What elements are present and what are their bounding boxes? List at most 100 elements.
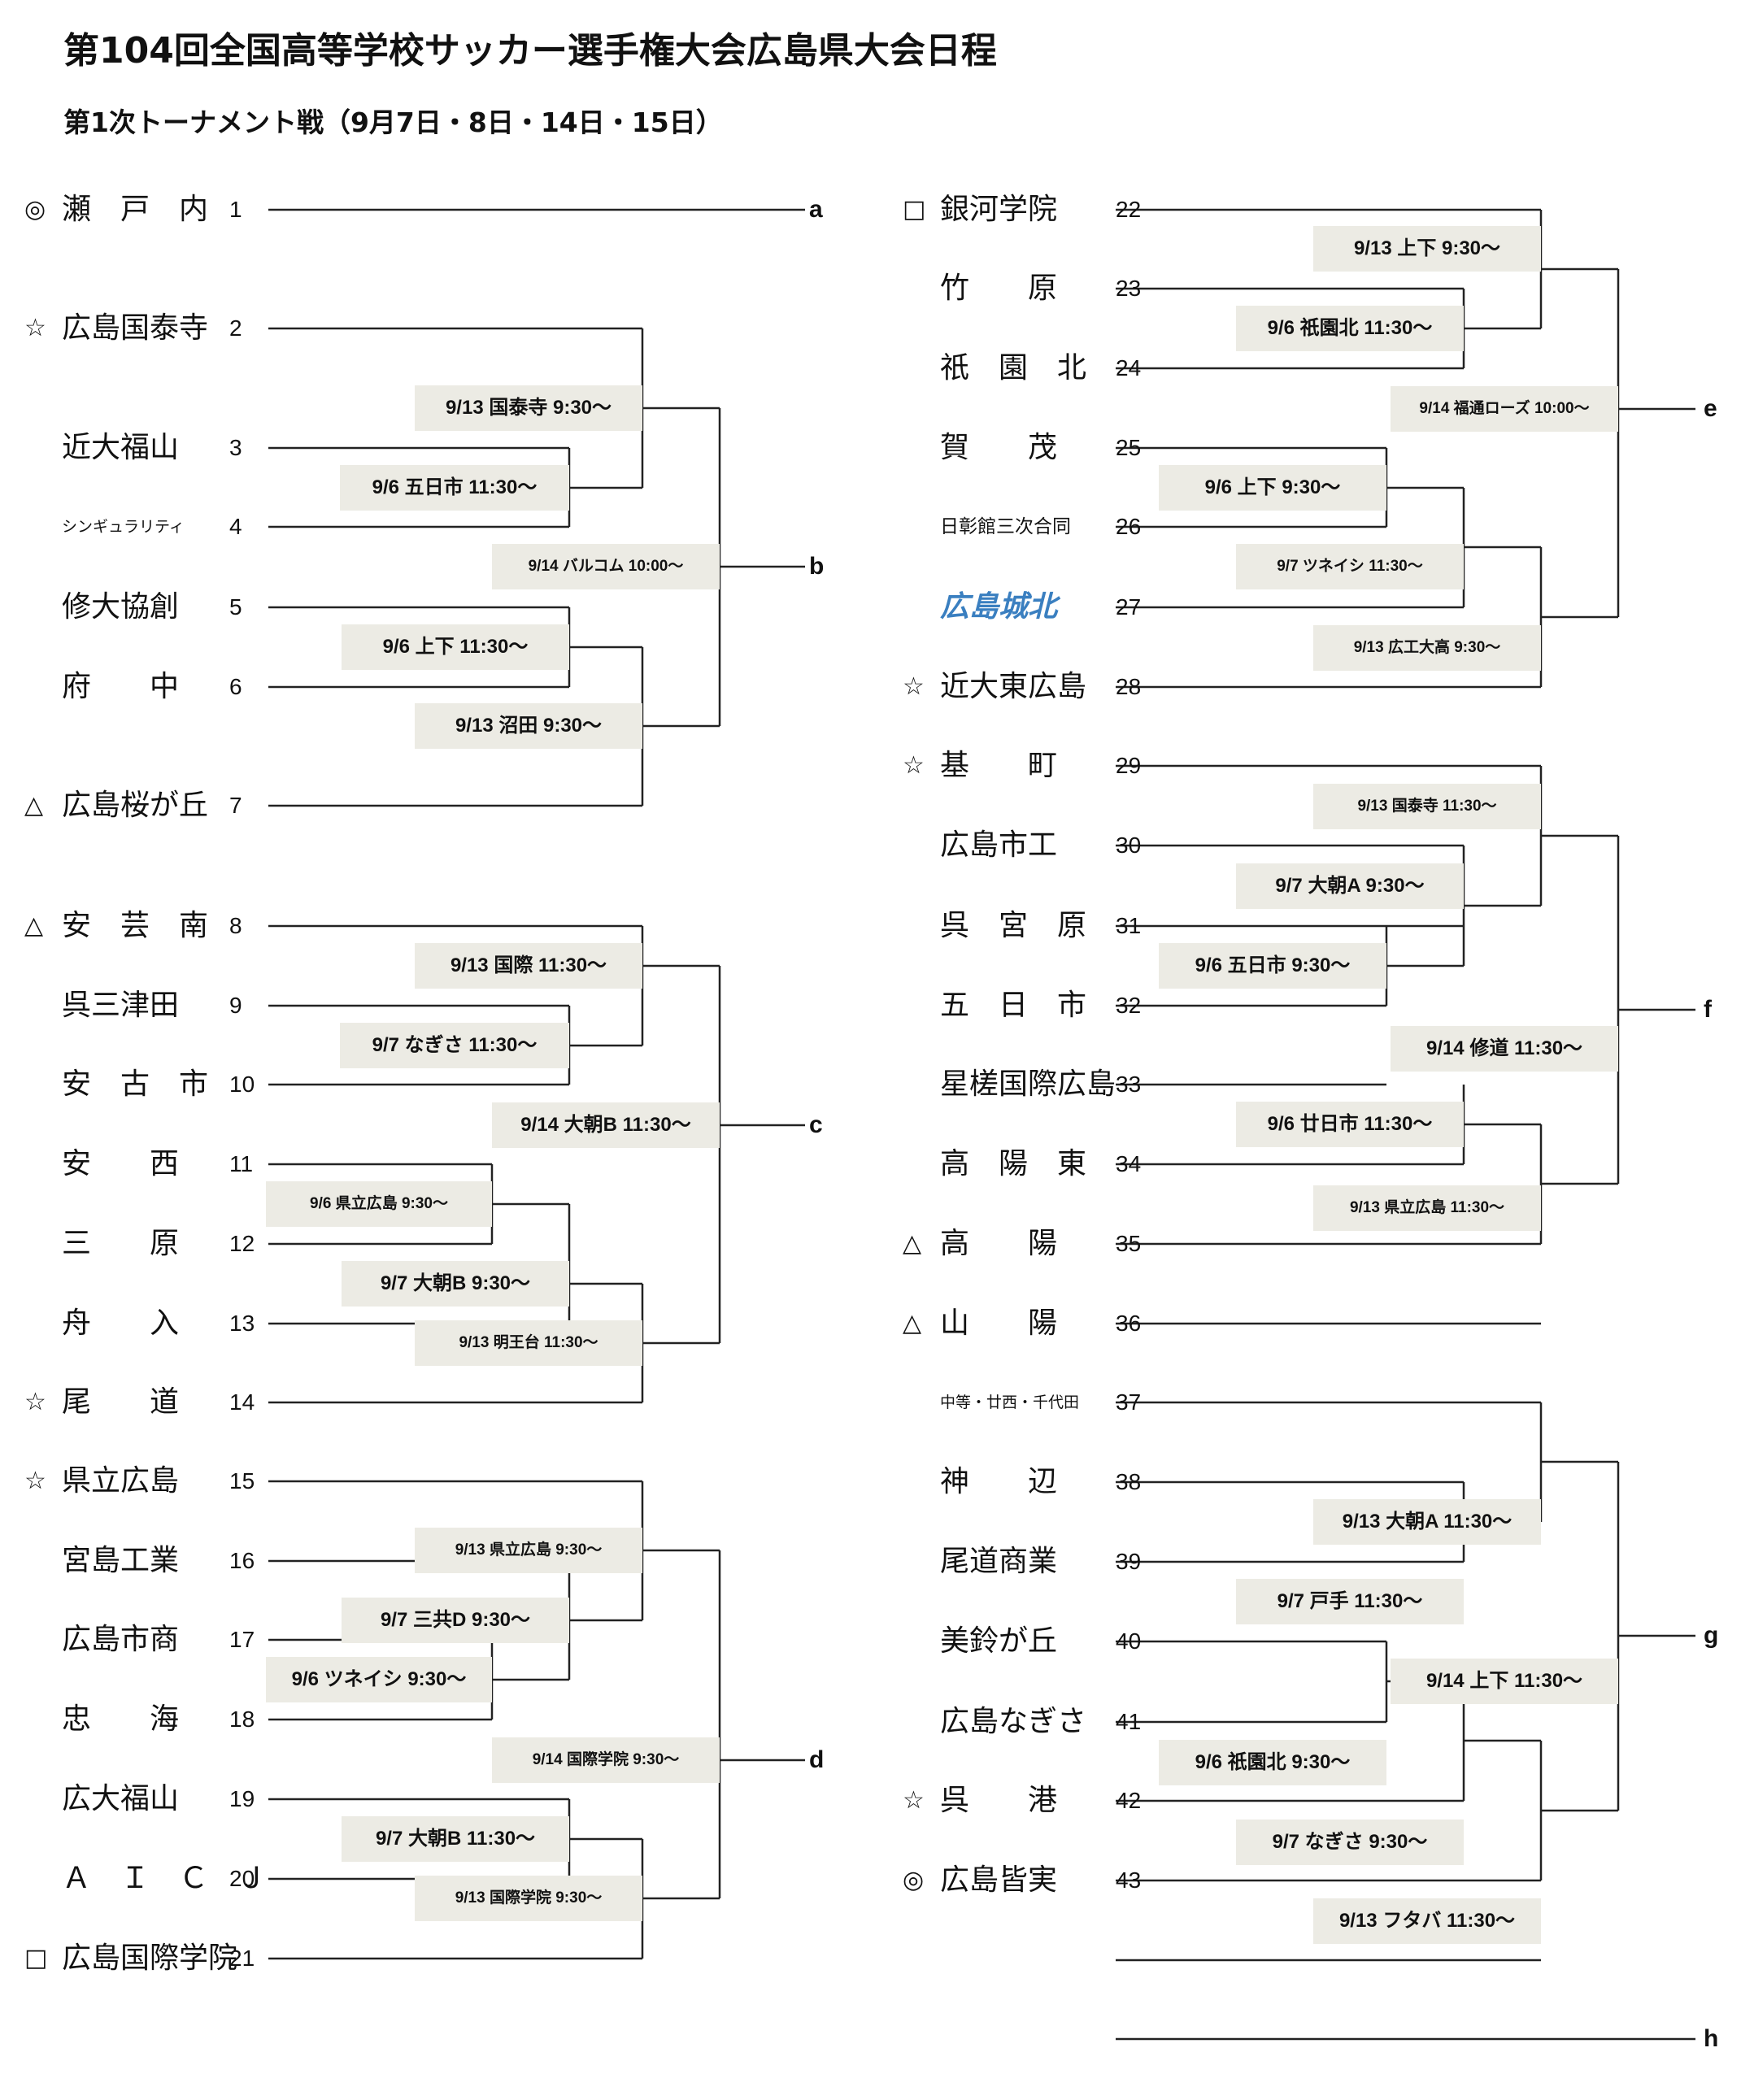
- final-slot-letter: e: [1704, 395, 1717, 422]
- final-slot-letter: b: [809, 553, 825, 580]
- team-number: 36: [1116, 1311, 1142, 1336]
- team-number: 7: [229, 793, 242, 818]
- match-schedule-label: 9/14 大朝B 11:30～: [492, 1102, 720, 1148]
- team-name: シンギュラリティ: [62, 518, 185, 536]
- seed-mark: ☆: [903, 751, 925, 780]
- match-schedule-label: 9/6 上下 11:30～: [342, 624, 569, 670]
- match-schedule-label: 9/13 国際 11:30～: [415, 943, 642, 989]
- match-schedule-label: 9/6 五日市 11:30～: [340, 465, 569, 511]
- seed-mark: ◎: [903, 1866, 925, 1894]
- team-name: 星槎国際広島: [940, 1067, 1116, 1101]
- team-name: 安 古 市: [62, 1067, 209, 1101]
- seed-mark: ☆: [903, 1786, 925, 1815]
- seed-mark: △: [24, 791, 44, 820]
- team-number: 9: [229, 993, 242, 1018]
- team-name: 呉三津田: [62, 989, 180, 1022]
- match-schedule-label: 9/6 五日市 9:30～: [1159, 943, 1386, 989]
- match-schedule-label: 9/13 県立広島 9:30～: [415, 1528, 642, 1573]
- match-schedule-label: 9/14 バルコム 10:00～: [492, 544, 720, 589]
- team-name: 広島城北: [940, 590, 1058, 624]
- match-schedule-label: 9/7 戸手 11:30～: [1236, 1579, 1464, 1624]
- team-number: 5: [229, 594, 242, 620]
- team-number: 12: [229, 1231, 255, 1256]
- team-number: 42: [1116, 1788, 1142, 1813]
- team-number: 29: [1116, 753, 1142, 778]
- team-number: 28: [1116, 674, 1142, 699]
- match-schedule-label: 9/14 国際学院 9:30～: [492, 1737, 720, 1783]
- match-schedule-label: 9/13 沼田 9:30～: [415, 703, 642, 749]
- team-number: 39: [1116, 1549, 1142, 1574]
- team-number: 33: [1116, 1072, 1142, 1097]
- team-number: 8: [229, 913, 242, 938]
- match-schedule-label: 9/13 上下 9:30～: [1313, 226, 1541, 272]
- team-name: 広島市工: [940, 828, 1058, 862]
- team-number: 23: [1116, 276, 1142, 301]
- team-number: 31: [1116, 913, 1142, 938]
- team-name: 瀬 戸 内: [62, 193, 209, 226]
- team-name: 近大福山: [62, 431, 180, 464]
- match-schedule-label: 9/14 上下 11:30～: [1391, 1659, 1618, 1704]
- team-number: 11: [229, 1151, 254, 1176]
- team-number: 35: [1116, 1231, 1142, 1256]
- team-name: 尾 道: [62, 1385, 180, 1419]
- team-row: 日彰館三次合同 26: [903, 507, 1163, 546]
- team-number: 38: [1116, 1469, 1142, 1494]
- team-name: 高 陽 東: [940, 1147, 1087, 1180]
- team-number: 37: [1116, 1389, 1142, 1415]
- match-schedule-label: 9/13 国際学院 9:30～: [415, 1876, 642, 1921]
- team-number: 43: [1116, 1867, 1142, 1893]
- team-name: 山 陽: [940, 1307, 1058, 1340]
- team-row: 中等・廿西・千代田 37: [903, 1383, 1163, 1422]
- team-name: Ａ Ｉ Ｃ Ｊ: [62, 1862, 268, 1895]
- match-schedule-label: 9/7 ツネイシ 11:30～: [1236, 544, 1464, 589]
- team-name: 中等・廿西・千代田: [940, 1393, 1080, 1411]
- team-number: 25: [1116, 435, 1142, 460]
- team-name: 美鈴が丘: [940, 1624, 1058, 1658]
- match-schedule-label: 9/7 大朝B 11:30～: [342, 1816, 569, 1862]
- seed-mark: △: [24, 911, 44, 940]
- final-slot-letter: d: [809, 1746, 825, 1773]
- team-number: 20: [229, 1866, 255, 1891]
- team-number: 41: [1116, 1709, 1142, 1734]
- match-schedule-label: 9/13 広工大高 9:30～: [1313, 625, 1541, 671]
- team-name: 日彰館三次合同: [940, 516, 1071, 537]
- match-schedule-label: 9/13 フタバ 11:30～: [1313, 1898, 1541, 1944]
- team-number: 16: [229, 1548, 255, 1573]
- match-schedule-label: 9/7 大朝B 9:30～: [342, 1261, 569, 1307]
- match-schedule-label: 9/13 県立広島 11:30～: [1313, 1185, 1541, 1231]
- seed-mark: ☆: [24, 1467, 46, 1495]
- match-schedule-label: 9/7 三共D 9:30～: [342, 1598, 569, 1643]
- match-schedule-label: 9/6 廿日市 11:30～: [1236, 1102, 1464, 1147]
- seed-mark: □: [903, 195, 926, 224]
- team-number: 21: [229, 1946, 255, 1971]
- page-title: 第104回全国高等学校サッカー選手権大会広島県大会日程: [63, 30, 997, 72]
- final-slot-letter: c: [809, 1111, 823, 1138]
- match-schedule-label: 9/6 ツネイシ 9:30～: [266, 1657, 492, 1702]
- team-number: 2: [229, 315, 242, 341]
- team-name: 高 陽: [940, 1227, 1058, 1260]
- team-number: 19: [229, 1786, 255, 1811]
- seed-mark: △: [903, 1229, 922, 1258]
- team-number: 26: [1116, 514, 1142, 539]
- match-schedule-label: 9/7 なぎさ 11:30～: [340, 1023, 569, 1068]
- seed-mark: ☆: [24, 1388, 46, 1416]
- team-number: 6: [229, 674, 242, 699]
- team-name: 呉 港: [940, 1784, 1058, 1817]
